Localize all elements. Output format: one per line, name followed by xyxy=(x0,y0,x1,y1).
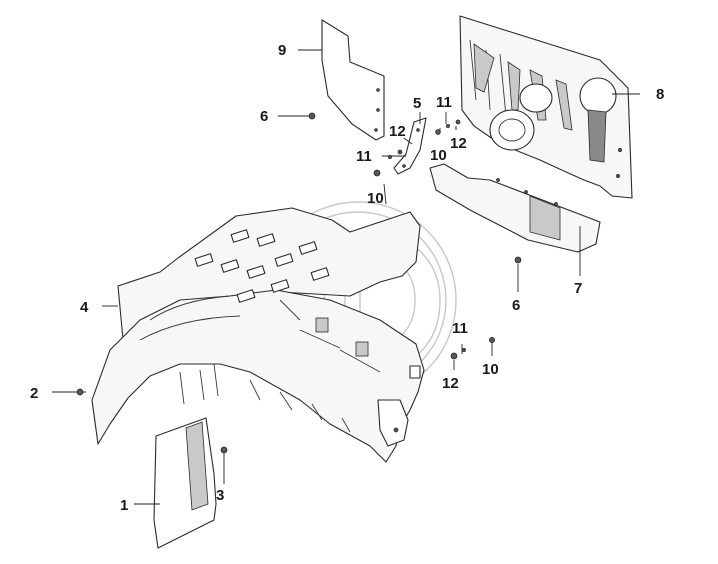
callout-12-bottom: 12 xyxy=(442,375,459,392)
part-8-rear-panel xyxy=(459,15,633,199)
callout-11-top: 11 xyxy=(436,94,452,111)
callout-6-top: 6 xyxy=(260,108,268,125)
callout-6-right: 6 xyxy=(512,297,520,314)
callout-4: 4 xyxy=(80,299,89,316)
callout-12-left: 12 xyxy=(389,123,406,140)
part-1-mudflap xyxy=(153,417,217,549)
callout-1: 1 xyxy=(120,497,128,514)
callout-10-top: 10 xyxy=(430,147,447,164)
callout-8: 8 xyxy=(656,86,664,103)
callout-12-top: 12 xyxy=(450,135,467,152)
part-9-panel xyxy=(321,19,385,141)
callout-5: 5 xyxy=(413,95,421,112)
callout-10-bottom: 10 xyxy=(482,361,499,378)
callout-9: 9 xyxy=(278,42,286,59)
part-7-lower-panel xyxy=(429,163,601,253)
fasteners xyxy=(76,112,522,454)
callout-2: 2 xyxy=(30,385,38,402)
callout-11-left: 11 xyxy=(356,148,372,165)
callout-10-left: 10 xyxy=(367,190,384,207)
callout-11-bottom: 11 xyxy=(452,320,468,337)
housing-slots xyxy=(194,229,330,303)
callout-3: 3 xyxy=(216,487,224,504)
callout-labels: 9 6 5 12 11 10 11 10 12 8 7 6 4 2 3 1 11… xyxy=(30,42,664,514)
callout-7: 7 xyxy=(574,280,582,297)
part-4-wheel-housing xyxy=(91,207,425,463)
